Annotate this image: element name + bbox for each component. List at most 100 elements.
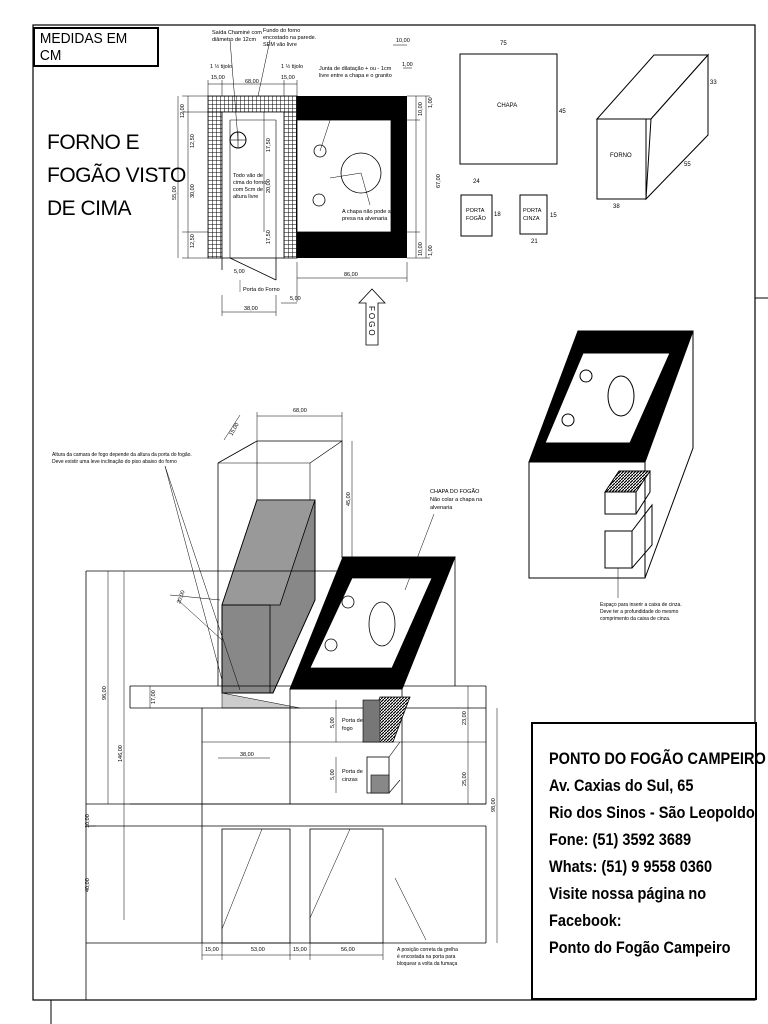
dim-10: 10,00 — [85, 814, 91, 828]
plate-note-1: CHAPA DO FOGÃO — [430, 488, 480, 495]
elevation-drawing — [85, 412, 498, 1000]
plate-note-3: alvenaria — [430, 505, 453, 511]
dim-96: 96,00 — [102, 686, 108, 700]
dim-15b: 15,00 — [281, 75, 295, 81]
dim-45: 45,00 — [346, 492, 352, 506]
dim-86: 86,00 — [344, 272, 358, 278]
fire-arrow-label: FOGO — [367, 306, 376, 338]
visit-line-1: Visite nossa página no — [549, 885, 707, 903]
ash-note-2: Deve ter a profundidade do mesmo — [600, 609, 679, 615]
chapa-rect — [459, 53, 558, 165]
facebook-page: Ponto do Fogão Campeiro — [549, 939, 731, 957]
oven-gap-note-4: altura livre — [233, 194, 258, 200]
parts-drawings — [459, 53, 710, 237]
dim-5a: 5,00 — [234, 269, 245, 275]
heading-line-1: FORNO E — [47, 131, 140, 154]
dim-67: 67,00 — [436, 174, 442, 188]
dim-98: 98,00 — [491, 798, 497, 812]
porta-cinza-1: PORTA — [523, 208, 542, 214]
porta-cinzas-1: Porta de — [342, 769, 363, 775]
brick-label-2: 1 ½ tijolo — [281, 63, 303, 70]
dim-5a: 5,00 — [330, 717, 336, 728]
dim-68: 68,00 — [293, 408, 307, 414]
iso-labels: Espaço para inserir a caixa de cinza. De… — [600, 602, 682, 622]
porta-fogao-w: 24 — [473, 179, 480, 185]
oven-bottom-note-3: SEM vão livre — [263, 42, 297, 48]
dim-53: 53,00 — [251, 947, 265, 953]
porta-fogao-1: PORTA — [466, 208, 485, 214]
whatsapp: Whats: (51) 9 9558 0360 — [549, 858, 713, 876]
units-label: MEDIDAS EM CM — [39, 30, 128, 64]
dim-20: 20,00 — [266, 179, 272, 193]
top-plan-view — [177, 39, 430, 346]
dim-5b: 5,00 — [290, 296, 301, 302]
dim-56: 56,00 — [341, 947, 355, 953]
dim-17: 17,00 — [151, 690, 157, 704]
plate-note-2: presa na alvenaria — [342, 216, 388, 222]
dim-10-top: 10,00 — [396, 38, 410, 44]
oven-door-label: Porta do Forno — [243, 287, 280, 293]
porta-fogao-2: FOGÃO — [466, 215, 487, 222]
porta-fogao-h: 18 — [494, 212, 501, 218]
dim-10-right-b: 10,00 — [418, 242, 424, 256]
dim-40: 40,00 — [85, 878, 91, 892]
grate-note-3: bloquear a volta da fumaça — [397, 961, 458, 967]
oven-bottom-note-1: Fundo do forno — [263, 28, 300, 34]
brick-label-1: 1 ½ tijolo — [210, 63, 232, 70]
dim-25: 25,00 — [462, 772, 468, 786]
dim-30: 30,00 — [190, 184, 196, 198]
oven-gap-note-3: com 5cm de — [233, 187, 263, 193]
address: Av. Caxias do Sul, 65 — [549, 777, 694, 795]
dim-10-right: 10,00 — [418, 102, 424, 116]
phone: Fone: (51) 3592 3689 — [549, 831, 692, 849]
ash-note-1: Espaço para inserir a caixa de cinza. — [600, 602, 682, 608]
forno-box — [595, 53, 710, 201]
city: Rio dos Sinos - São Leopoldo — [549, 804, 755, 822]
dim-15a: 15,00 — [211, 75, 225, 81]
dim-15-diag: 15,00 — [229, 422, 241, 437]
forno-label: FORNO — [610, 153, 632, 159]
porta-cinza-h: 15 — [550, 213, 557, 219]
porta-fogo-1: Porta de — [342, 718, 363, 724]
expansion-note-1: Junta de dilatação + ou - 1cm — [319, 66, 392, 72]
dim-12: 12,00 — [180, 104, 186, 118]
visit-line-2: Facebook: — [549, 912, 622, 930]
contact-panel: PONTO DO FOGÃO CAMPEIRO Av. Caxias do Su… — [531, 722, 766, 1000]
page-frame — [32, 24, 768, 1024]
business-name: PONTO DO FOGÃO CAMPEIRO — [549, 750, 766, 768]
dim-146: 146,00 — [118, 745, 124, 762]
dim-12-50a: 12,50 — [190, 134, 196, 148]
dim-17-50a: 17,50 — [266, 138, 272, 152]
chimney-note-2: diâmetro de 12cm — [212, 37, 256, 43]
ash-note-3: comprimento da caixa de cinza. — [600, 616, 670, 622]
porta-cinza-rect — [519, 194, 548, 235]
dim-38: 38,00 — [240, 752, 254, 758]
porta-cinza-w: 21 — [531, 239, 538, 245]
dim-1-right: 1,00 — [428, 97, 434, 108]
dim-15a: 15,00 — [205, 947, 219, 953]
expansion-note-2: livre entre a chapa e o granito — [319, 73, 392, 79]
dim-12-50b: 12,50 — [190, 234, 196, 248]
plate-note-1: A chapa não pode ser — [342, 209, 396, 215]
porta-fogao-rect — [460, 194, 493, 237]
heading-line-2: FOGÃO VISTO — [47, 164, 186, 187]
isometric-stove — [528, 330, 694, 598]
porta-fogo-2: fogo — [342, 726, 353, 732]
porta-cinza-2: CINZA — [523, 216, 540, 222]
dim-20-diag: 20,00 — [176, 590, 186, 605]
dim-5b: 5,00 — [330, 769, 336, 780]
firebox-note-2: Deve existir uma leve inclinação do piso… — [52, 459, 177, 465]
chimney-note-1: Saída Chaminé com — [212, 30, 262, 36]
chapa-label: CHAPA — [497, 103, 517, 109]
firebox-note-1: Altura da camara de fogo depende da altu… — [52, 452, 192, 458]
dim-15b: 15,00 — [293, 947, 307, 953]
dim-55: 55,00 — [172, 186, 178, 200]
dim-68: 68,00 — [245, 79, 259, 85]
units-title-box: MEDIDAS EM CM — [33, 27, 159, 67]
plate-note-2: Não colar a chapa na — [430, 497, 483, 503]
plan-labels: Saída Chaminé com diâmetro de 12cm Fundo… — [172, 28, 442, 338]
oven-gap-note-1: Todo vão de — [233, 173, 263, 179]
porta-cinzas-2: cinzas — [342, 777, 358, 783]
dim-1-right-b: 1,00 — [428, 245, 434, 256]
